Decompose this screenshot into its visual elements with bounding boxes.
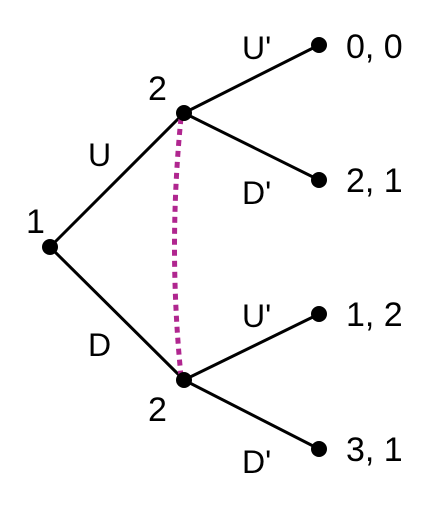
terminal-node-dd: [311, 441, 327, 457]
edge-label-root-down: D: [88, 327, 111, 363]
payoff-uu: 0, 0: [346, 28, 403, 66]
terminal-node-du: [311, 306, 327, 322]
edge-lower-to-dd: [183, 378, 320, 451]
payoff-du: 1, 2: [346, 296, 403, 334]
lower-decision-node: [176, 372, 192, 388]
edge-upper-to-ud: [183, 111, 320, 182]
root-node: [42, 239, 58, 255]
edge-upper-to-uu: [183, 43, 320, 115]
root-player-label: 1: [26, 203, 45, 241]
edge-root-to-lower: [48, 245, 186, 382]
lower-player-label: 2: [148, 391, 167, 429]
payoff-ud: 2, 1: [346, 162, 403, 200]
edge-label-lower-down: D': [242, 444, 271, 480]
edge-lower-to-du: [183, 312, 320, 382]
terminal-node-ud: [311, 172, 327, 188]
payoff-dd: 3, 1: [346, 431, 403, 469]
information-set-curve: [172, 117, 184, 377]
edge-label-upper-down: D': [242, 175, 271, 211]
edge-root-to-upper: [48, 111, 186, 249]
edge-label-root-up: U: [88, 137, 111, 173]
edge-label-lower-up: U': [242, 298, 271, 334]
edge-label-upper-up: U': [242, 30, 271, 66]
terminal-node-uu: [311, 37, 327, 53]
upper-player-label: 2: [148, 70, 167, 108]
upper-decision-node: [176, 105, 192, 121]
